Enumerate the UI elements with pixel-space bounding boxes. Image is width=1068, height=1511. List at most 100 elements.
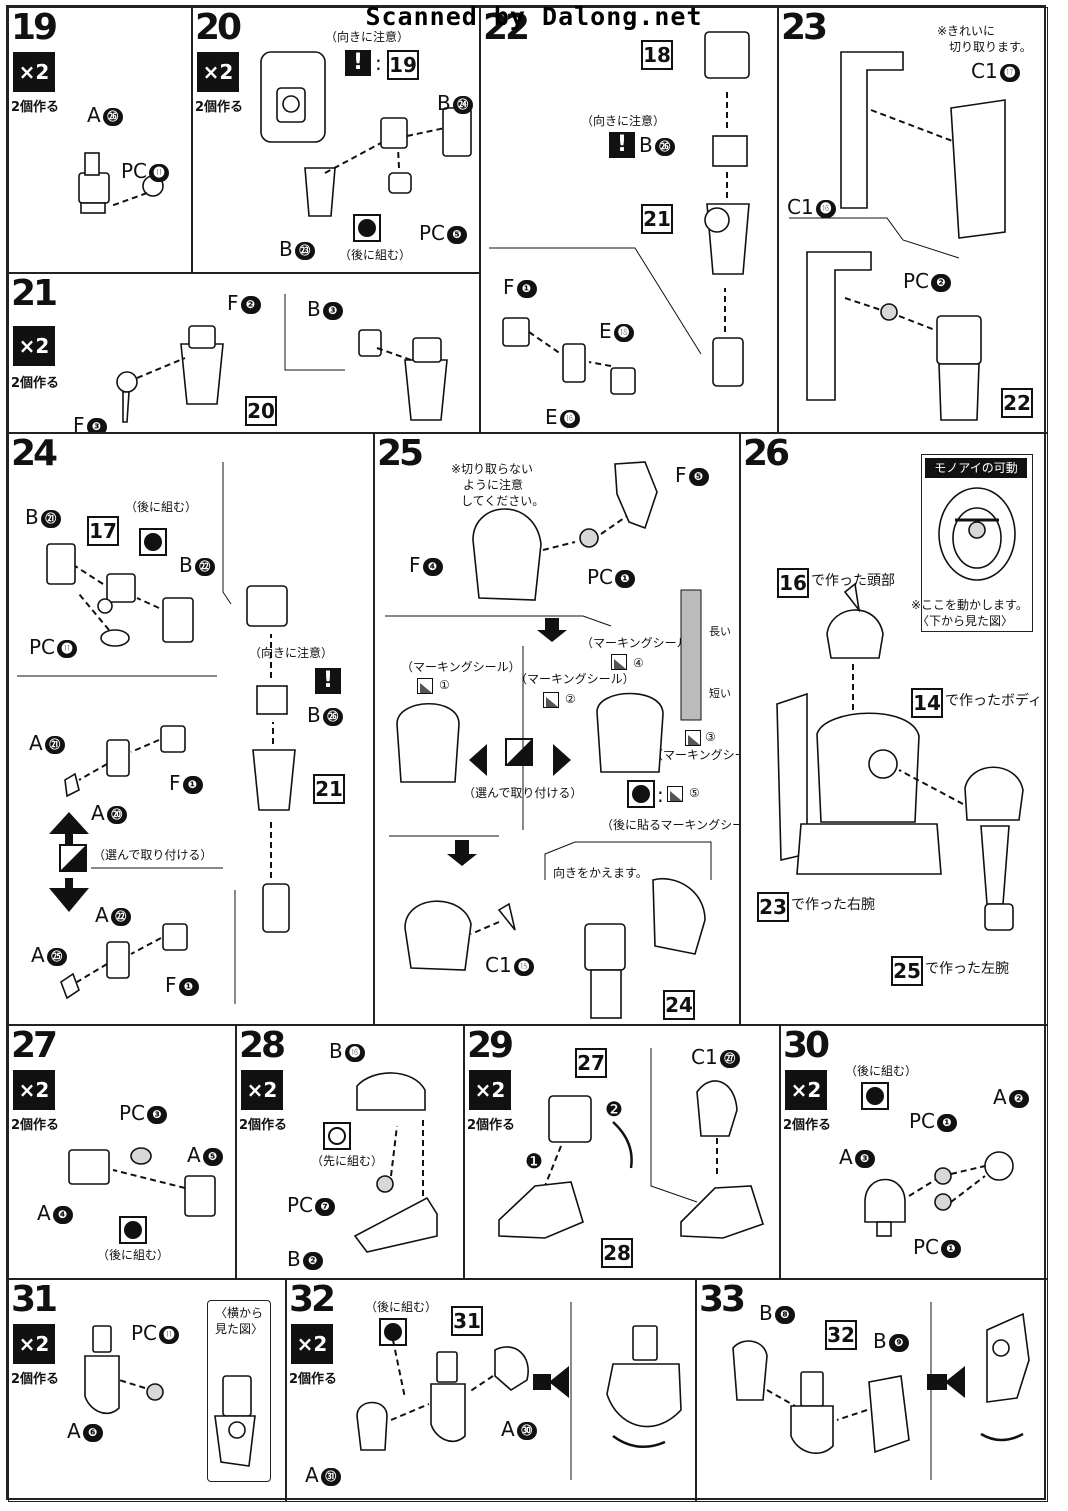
x2-badge: ×2 <box>785 1070 827 1110</box>
seal-no-2: ② <box>565 692 576 706</box>
ref-step-23: 23 <box>757 892 789 922</box>
x2-badge: ×2 <box>469 1070 511 1110</box>
no-cut-note-2: ように注意 <box>463 478 524 492</box>
step-30-diagram <box>864 1151 1014 1237</box>
ref-step-19: 19 <box>387 50 419 80</box>
no-cut-note-1: ※切り取らない <box>451 462 534 476</box>
body-caption: で作ったボディ <box>945 693 1043 709</box>
orientation-note: （向きに注意） <box>325 30 410 44</box>
step-31-diagram <box>84 1325 256 1467</box>
ref-step-21: 21 <box>641 204 673 234</box>
ref-step-22: 22 <box>1001 388 1033 418</box>
assemble-later-note: （後に組む） <box>97 1248 170 1262</box>
step-number: 20 <box>195 7 242 48</box>
seal-no-5: ⑤ <box>689 786 700 800</box>
side-view-inset <box>207 1300 271 1482</box>
x2-badge: ×2 <box>241 1070 283 1110</box>
seal-no-3: ③ <box>705 730 716 744</box>
step-number: 23 <box>781 7 828 48</box>
make-two-caption: 2個作る <box>783 1118 832 1133</box>
step-28-diagram <box>353 1072 438 1253</box>
make-two-caption: 2個作る <box>289 1372 338 1387</box>
choose-note: （選んで取り付ける） <box>93 848 213 862</box>
step-27-diagram <box>68 1147 216 1217</box>
ref-step-31: 31 <box>451 1306 483 1336</box>
ref-step-14: 14 <box>911 688 943 718</box>
ref-step-28: 28 <box>601 1238 633 1268</box>
side-view-note-2: 見た図〉 <box>215 1322 264 1336</box>
apply-later-icon <box>627 780 655 808</box>
step-number: 31 <box>11 1279 58 1320</box>
assemble-later-note: （後に組む） <box>845 1064 918 1078</box>
assemble-later-icon <box>119 1216 147 1244</box>
step-21-diagram <box>116 294 448 423</box>
head-caption: で作った頭部 <box>811 573 895 589</box>
step-number: 30 <box>783 1025 830 1066</box>
x2-badge: ×2 <box>291 1324 333 1364</box>
marking-seal-label-1: （マーキングシール） <box>401 660 521 674</box>
seal-no-1: ① <box>439 678 450 692</box>
step-32-diagram <box>356 1302 682 1480</box>
side-view-note-1: 〈横から <box>215 1306 264 1320</box>
warning-icon: ! <box>315 668 341 694</box>
step-number: 21 <box>11 273 58 314</box>
step-24-diagram <box>17 462 296 1004</box>
bottom-view-note: 〈下から見た図〉 <box>917 614 1014 628</box>
x2-badge: ×2 <box>197 52 239 92</box>
make-two-caption: 2個作る <box>239 1118 288 1133</box>
make-two-caption: 2個作る <box>11 1372 60 1387</box>
seal-icon-3 <box>685 730 701 746</box>
assemble-later-note: （後に組む） <box>125 500 198 514</box>
step-number: 28 <box>239 1025 286 1066</box>
choose-icon <box>59 844 87 872</box>
step-22-diagram <box>489 31 750 395</box>
colon: : <box>375 51 382 75</box>
step-26-diagram <box>776 487 1024 931</box>
step-number: 29 <box>467 1025 514 1066</box>
step-number: 19 <box>11 7 58 48</box>
make-two-caption: 2個作る <box>11 100 60 115</box>
choose-icon <box>505 738 533 766</box>
long-label: 長い <box>709 625 731 638</box>
assemble-first-note: （先に組む） <box>311 1154 384 1168</box>
order-2: ❷ <box>605 1097 623 1121</box>
apply-later-note: （後に貼るマーキングシール） <box>601 818 739 832</box>
make-two-caption: 2個作る <box>195 100 244 115</box>
assemble-later-icon <box>861 1082 889 1110</box>
assemble-later-note: （後に組む） <box>339 248 412 262</box>
